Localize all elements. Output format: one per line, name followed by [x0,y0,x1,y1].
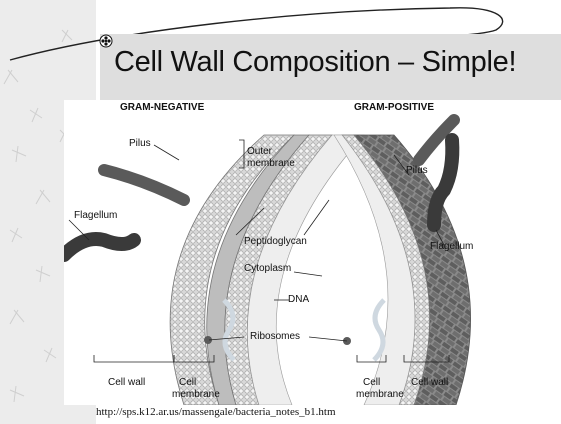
gram-negative-pilus-label: Pilus [129,138,151,149]
peptidoglycan-label: Peptidoglycan [244,236,307,247]
ribosomes-label: Ribosomes [250,331,300,342]
outer-membrane-label-line2: membrane [247,158,295,169]
gram-positive-pilus-label: Pilus [406,165,428,176]
dna-label: DNA [288,294,309,305]
cell-wall-diagram: GRAM-NEGATIVE GRAM-POSITIVE Pilus Outer … [64,100,560,405]
source-url-caption: http://sps.k12.ar.us/massengale/bacteria… [96,406,336,418]
gram-negative-cell-membrane-label-line2: membrane [172,389,220,400]
outer-membrane-label-line1: Outer [247,146,272,157]
cytoplasm-label: Cytoplasm [244,263,291,274]
gram-negative-heading: GRAM-NEGATIVE [120,102,204,113]
gram-negative-cell-membrane-label-line1: Cell [179,377,196,388]
dna-strand-right [374,300,384,360]
gram-positive-flagellum-label: Flagellum [430,241,473,252]
title-bullet-icon [99,34,113,48]
gram-negative-pilus [104,170,184,200]
gram-positive-cell-membrane-label-line1: Cell [363,377,380,388]
slide-title: Cell Wall Composition – Simple! [114,46,516,79]
gram-negative-cell-wall-label: Cell wall [108,377,145,388]
gram-negative-flagellum-label: Flagellum [74,210,117,221]
gram-positive-heading: GRAM-POSITIVE [354,102,434,113]
gram-positive-cell-wall-label: Cell wall [411,377,448,388]
gram-positive-cell-membrane-label-line2: membrane [356,389,404,400]
gram-negative-flagellum [64,239,134,255]
